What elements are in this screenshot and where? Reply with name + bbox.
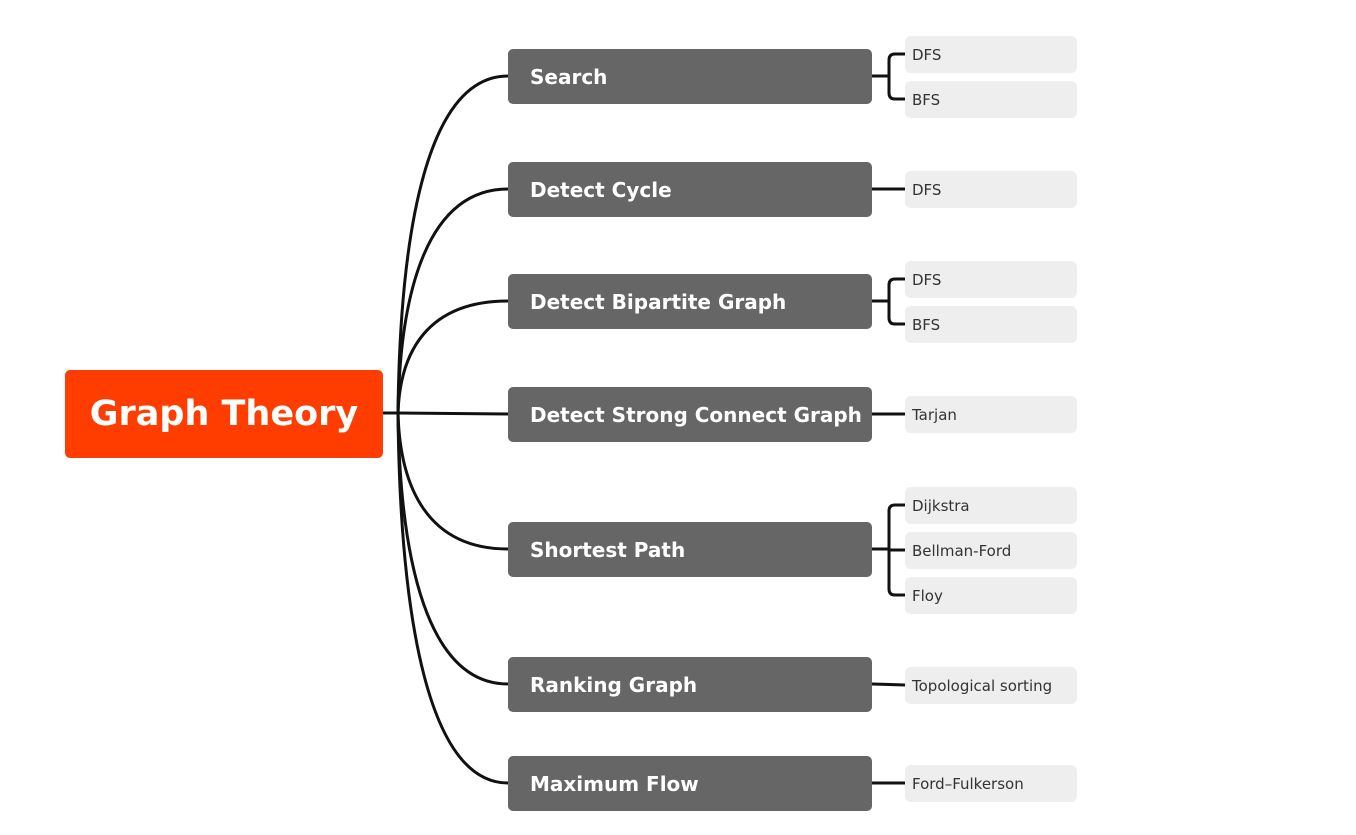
leaf-maximum-flow-ford-fulkerson[interactable]: Ford–Fulkerson (905, 765, 1077, 802)
branch-ranking-graph[interactable]: Ranking Graph (508, 657, 872, 712)
branch-detect-strong-connect-graph[interactable]: Detect Strong Connect Graph (508, 387, 872, 442)
branch-connector-3 (396, 411, 510, 416)
leaf-ranking-topological-sorting[interactable]: Topological sorting (905, 667, 1077, 704)
leaf-shortest-path-floy[interactable]: Floy (905, 577, 1077, 614)
branch-detect-cycle[interactable]: Detect Cycle (508, 162, 872, 217)
branch-connector-4 (396, 411, 510, 551)
leaf-search-dfs[interactable]: DFS (905, 36, 1077, 73)
leaf-shortest-path-dijkstra[interactable]: Dijkstra (905, 487, 1077, 524)
branch-connector-2 (396, 299, 510, 415)
root-topic[interactable]: Graph Theory (65, 370, 383, 458)
leaf-strong-connect-tarjan[interactable]: Tarjan (905, 396, 1077, 433)
branch-connector-6 (396, 411, 510, 785)
leaf-shortest-path-bellman-ford[interactable]: Bellman-Ford (905, 532, 1077, 569)
branch-maximum-flow[interactable]: Maximum Flow (508, 756, 872, 811)
leaf-detect-cycle-dfs[interactable]: DFS (905, 171, 1077, 208)
leaf-bracket-2 (887, 277, 907, 326)
branch-shortest-path[interactable]: Shortest Path (508, 522, 872, 577)
leaf-bipartite-bfs[interactable]: BFS (905, 306, 1077, 343)
branch-search[interactable]: Search (508, 49, 872, 104)
leaf-bipartite-dfs[interactable]: DFS (905, 261, 1077, 298)
leaf-search-bfs[interactable]: BFS (905, 81, 1077, 118)
leaf-bracket-0 (887, 52, 907, 101)
branch-detect-bipartite-graph[interactable]: Detect Bipartite Graph (508, 274, 872, 329)
branch-connector-0 (396, 74, 510, 415)
branch-connector-1 (396, 187, 510, 415)
leaf-connector-5-0 (870, 682, 907, 687)
